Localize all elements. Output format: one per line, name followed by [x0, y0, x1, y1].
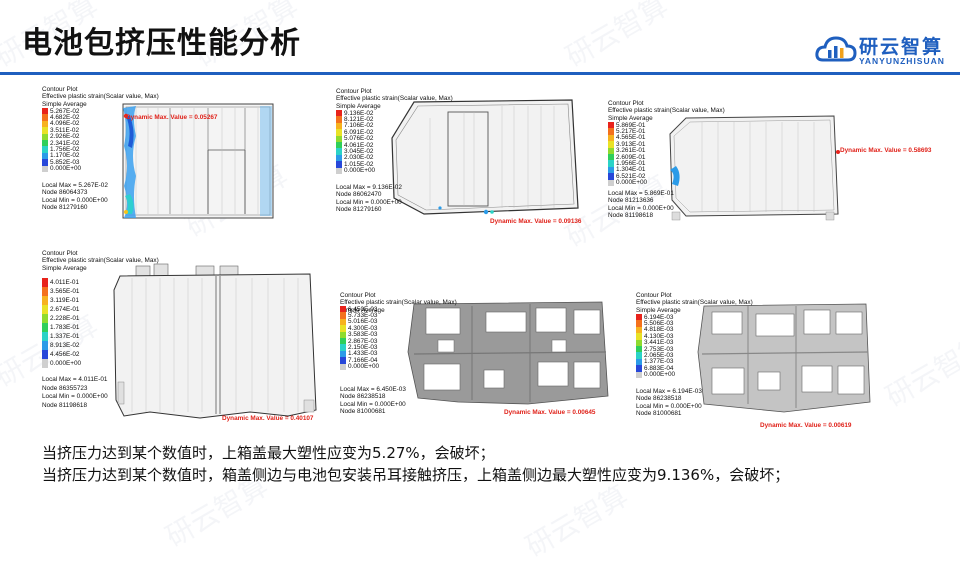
caption-line-2: 当挤压力达到某个数值时，箱盖侧边与电池包安装吊耳接触挤压，上箱盖侧边最大塑性应变… — [42, 466, 790, 484]
watermark: 研云智算 — [560, 0, 674, 74]
color-legend: 6.194E-03 5.506E-03 4.818E-03 4.130E-03 … — [636, 314, 675, 378]
caption-line-1: 当挤压力达到某个数值时，上箱盖最大塑性应变为5.27%，会破坏； — [42, 444, 495, 462]
color-legend: 4.011E-01 3.565E-01 3.119E-01 2.674E-01 … — [42, 278, 81, 368]
dynamic-max-value: Dynamic Max. Value = 0.09136 — [490, 218, 582, 225]
color-legend: 9.136E-02 8.121E-02 7.106E-02 6.091E-02 … — [336, 110, 375, 174]
logo-name: 研云智算 — [859, 36, 944, 58]
battery-frame-model-5 — [407, 301, 609, 405]
page-title: 电池包挤压性能分析 — [22, 26, 301, 61]
battery-lid-model-4 — [113, 263, 317, 419]
dynamic-max-value: Dynamic Max. Value = 0.00645 — [504, 409, 596, 416]
dynamic-max-value: Dynamic Max. Value = 0.00619 — [760, 422, 852, 429]
dynamic-max-value: Dynamic Max. Value = 0.40107 — [222, 415, 314, 422]
color-legend: 5.267E-02 4.682E-02 4.096E-02 3.511E-02 … — [42, 108, 81, 172]
color-legend: 5.869E-01 5.217E-01 4.565E-01 3.913E-01 … — [608, 122, 647, 186]
cloud-logo-icon — [815, 36, 857, 62]
header-divider — [0, 72, 960, 75]
battery-lid-model-3 — [669, 115, 840, 221]
brand-logo: 研云智算 YANYUNZHISUAN — [815, 32, 955, 68]
battery-lid-model-2 — [391, 99, 579, 215]
battery-lid-model-1 — [122, 103, 274, 219]
color-legend: 6.450E-03 5.733E-03 5.016E-03 4.300E-03 … — [340, 306, 379, 370]
dynamic-max-value: Dynamic Max. Value = 0.58693 — [840, 147, 932, 154]
watermark: 研云智算 — [520, 479, 634, 564]
dynamic-max-value: Dynamic Max. Value = 0.05267 — [126, 114, 218, 121]
logo-subtitle: YANYUNZHISUAN — [859, 56, 945, 66]
battery-frame-model-6 — [697, 303, 871, 413]
